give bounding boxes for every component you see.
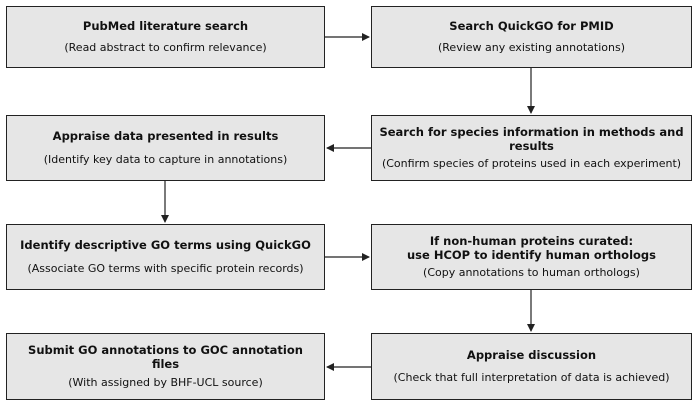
step-title: Search for species information in method…	[379, 124, 684, 153]
step-title: Submit GO annotations to GOC annotation …	[28, 343, 303, 371]
step-appraise-results: Appraise data presented in results (Iden…	[6, 115, 325, 181]
step-subtitle: (Confirm species of proteins used in eac…	[381, 157, 682, 171]
step-species-information: Search for species information in method…	[371, 115, 692, 181]
step-subtitle: (Check that full interpretation of data …	[393, 371, 670, 385]
step-identify-go-terms: Identify descriptive GO terms using Quic…	[6, 224, 325, 290]
step-submit-annotations: Submit GO annotations to GOC annotation …	[6, 333, 325, 400]
step-title-line-2: use HCOP to identify human orthologs	[407, 247, 656, 262]
step-pubmed-search: PubMed literature search (Read abstract …	[6, 6, 325, 68]
step-title-block: If non-human proteins curated: use HCOP …	[407, 234, 656, 262]
step-search-quickgo-pmid: Search QuickGO for PMID (Review any exis…	[371, 6, 692, 68]
step-subtitle: (Review any existing annotations)	[437, 41, 625, 54]
step-title: PubMed literature search	[82, 19, 249, 33]
step-subtitle: (Identify key data to capture in annotat…	[43, 152, 288, 166]
step-title: Search QuickGO for PMID	[449, 19, 614, 33]
step-appraise-discussion: Appraise discussion (Check that full int…	[371, 333, 692, 400]
step-subtitle: (Read abstract to confirm relevance)	[64, 41, 267, 54]
step-title: Appraise discussion	[466, 347, 597, 362]
step-subtitle: (Copy annotations to human orthologs)	[423, 266, 640, 280]
step-subtitle: (With assigned by BHF-UCL source)	[68, 376, 263, 389]
step-title: Identify descriptive GO terms using Quic…	[20, 238, 311, 253]
step-title: Appraise data presented in results	[52, 129, 279, 144]
step-subtitle: (Associate GO terms with specific protei…	[27, 261, 304, 275]
step-title-line-1: If non-human proteins curated:	[429, 233, 634, 248]
step-hcop-orthologs: If non-human proteins curated: use HCOP …	[371, 224, 692, 290]
